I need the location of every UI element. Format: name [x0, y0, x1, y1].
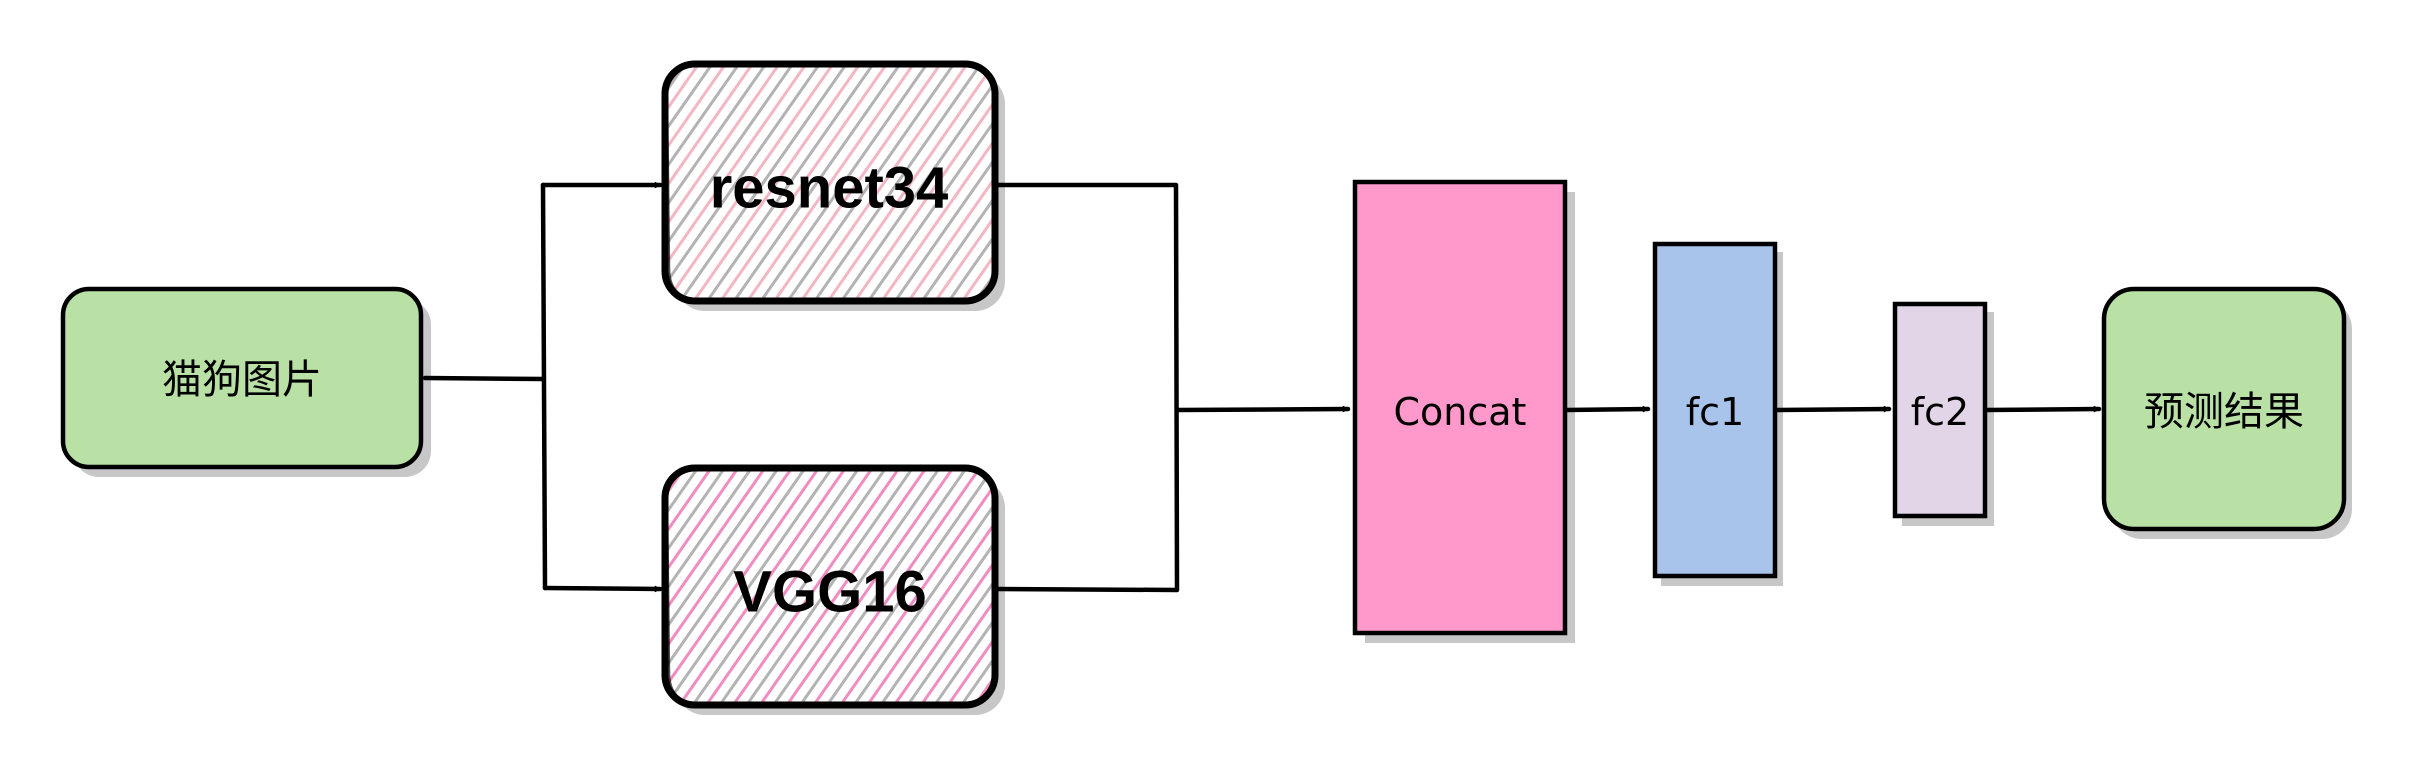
- node-fc1-label: fc1: [1686, 390, 1744, 434]
- node-fc2-label: fc2: [1911, 390, 1969, 434]
- node-fc2-box: [1892, 301, 1988, 519]
- node-concat: Concat: [1352, 179, 1568, 636]
- node-resnet34-sketch-outline: [665, 63, 997, 303]
- node-output: 预测结果: [2101, 286, 2347, 532]
- node-concat-label: Concat: [1394, 390, 1527, 434]
- edge-fc2-to-output: [1983, 409, 2102, 410]
- node-fc2: fc2: [1892, 301, 1988, 519]
- node-vgg16-sketch-outline: [665, 467, 997, 707]
- node-output-label: 预测结果: [2144, 389, 2304, 435]
- edge-to-vgg: [542, 588, 663, 589]
- node-resnet34-label: resnet34: [710, 156, 949, 221]
- node-output-box: [2101, 286, 2347, 532]
- node-input-label: 猫狗图片: [162, 357, 322, 403]
- node-fc1-box: [1652, 241, 1778, 579]
- edge-branch-trunk: [540, 182, 548, 591]
- node-input: 猫狗图片: [60, 286, 424, 470]
- node-fc1: fc1: [1652, 241, 1778, 579]
- edge-input-to-branch: [422, 375, 546, 382]
- node-vgg16: VGG16: [661, 464, 999, 709]
- edge-to-concat: [1174, 409, 1351, 410]
- edge-concat-to-fc1: [1563, 409, 1651, 410]
- node-concat-box: [1352, 179, 1568, 636]
- node-vgg16-label: VGG16: [733, 560, 926, 625]
- edge-from-resnet: [995, 182, 1180, 593]
- edges: [422, 182, 2102, 593]
- edge-fc1-to-fc2: [1772, 409, 1892, 410]
- node-resnet34: resnet34: [661, 60, 999, 305]
- node-input-box: [60, 286, 424, 470]
